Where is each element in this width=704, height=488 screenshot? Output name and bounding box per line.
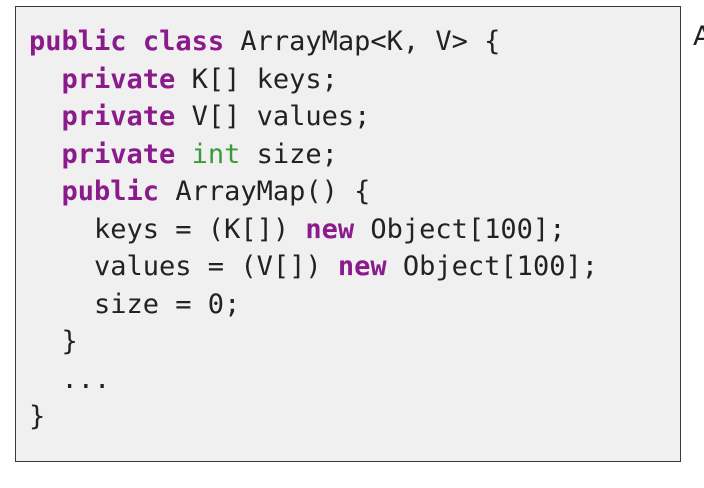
code-line: public ArrayMap() { [29, 173, 598, 211]
code-type: int [191, 138, 241, 170]
code-line: public class ArrayMap<K, V> { [29, 23, 598, 61]
code-keyword: private [61, 138, 176, 170]
code-text: size = 0; [29, 288, 241, 320]
code-line: private K[] keys; [29, 61, 598, 99]
code-line: ... [29, 361, 598, 399]
code-text: } [29, 326, 78, 357]
code-text: values = (V[]) [29, 251, 338, 282]
code-keyword: new [305, 213, 355, 245]
code-text [127, 26, 143, 57]
code-text [29, 64, 62, 95]
code-text: size; [240, 138, 338, 170]
code-text: ArrayMap() { [159, 176, 371, 207]
code-text: K[] keys; [175, 63, 338, 95]
code-text: V[] values; [175, 101, 371, 132]
clipped-side-text: A [693, 21, 704, 52]
code-keyword: private [61, 63, 176, 95]
code-text: ArrayMap<K, V> { [224, 26, 501, 57]
code-keyword: private [61, 101, 176, 132]
code-text: } [29, 401, 46, 432]
code-line: private int size; [29, 136, 598, 174]
code-text: Object[100]; [354, 213, 566, 245]
code-text [175, 139, 191, 170]
code-text: Object[100]; [386, 251, 598, 282]
code-text [29, 139, 62, 170]
code-keyword: public [29, 26, 127, 57]
code-text: keys = (K[]) [29, 213, 306, 245]
code-line: } [29, 398, 598, 436]
code-block: public class ArrayMap<K, V> { private K[… [29, 23, 598, 436]
code-text [29, 176, 62, 207]
code-keyword: new [337, 251, 387, 282]
code-line: private V[] values; [29, 98, 598, 136]
code-text: ... [29, 363, 111, 395]
code-line: keys = (K[]) new Object[100]; [29, 211, 598, 249]
code-keyword: class [142, 26, 225, 57]
code-line: size = 0; [29, 286, 598, 324]
code-line: } [29, 323, 598, 361]
code-keyword: public [61, 176, 160, 207]
code-panel: public class ArrayMap<K, V> { private K[… [15, 6, 681, 462]
code-text [29, 101, 62, 132]
code-line: values = (V[]) new Object[100]; [29, 248, 598, 286]
